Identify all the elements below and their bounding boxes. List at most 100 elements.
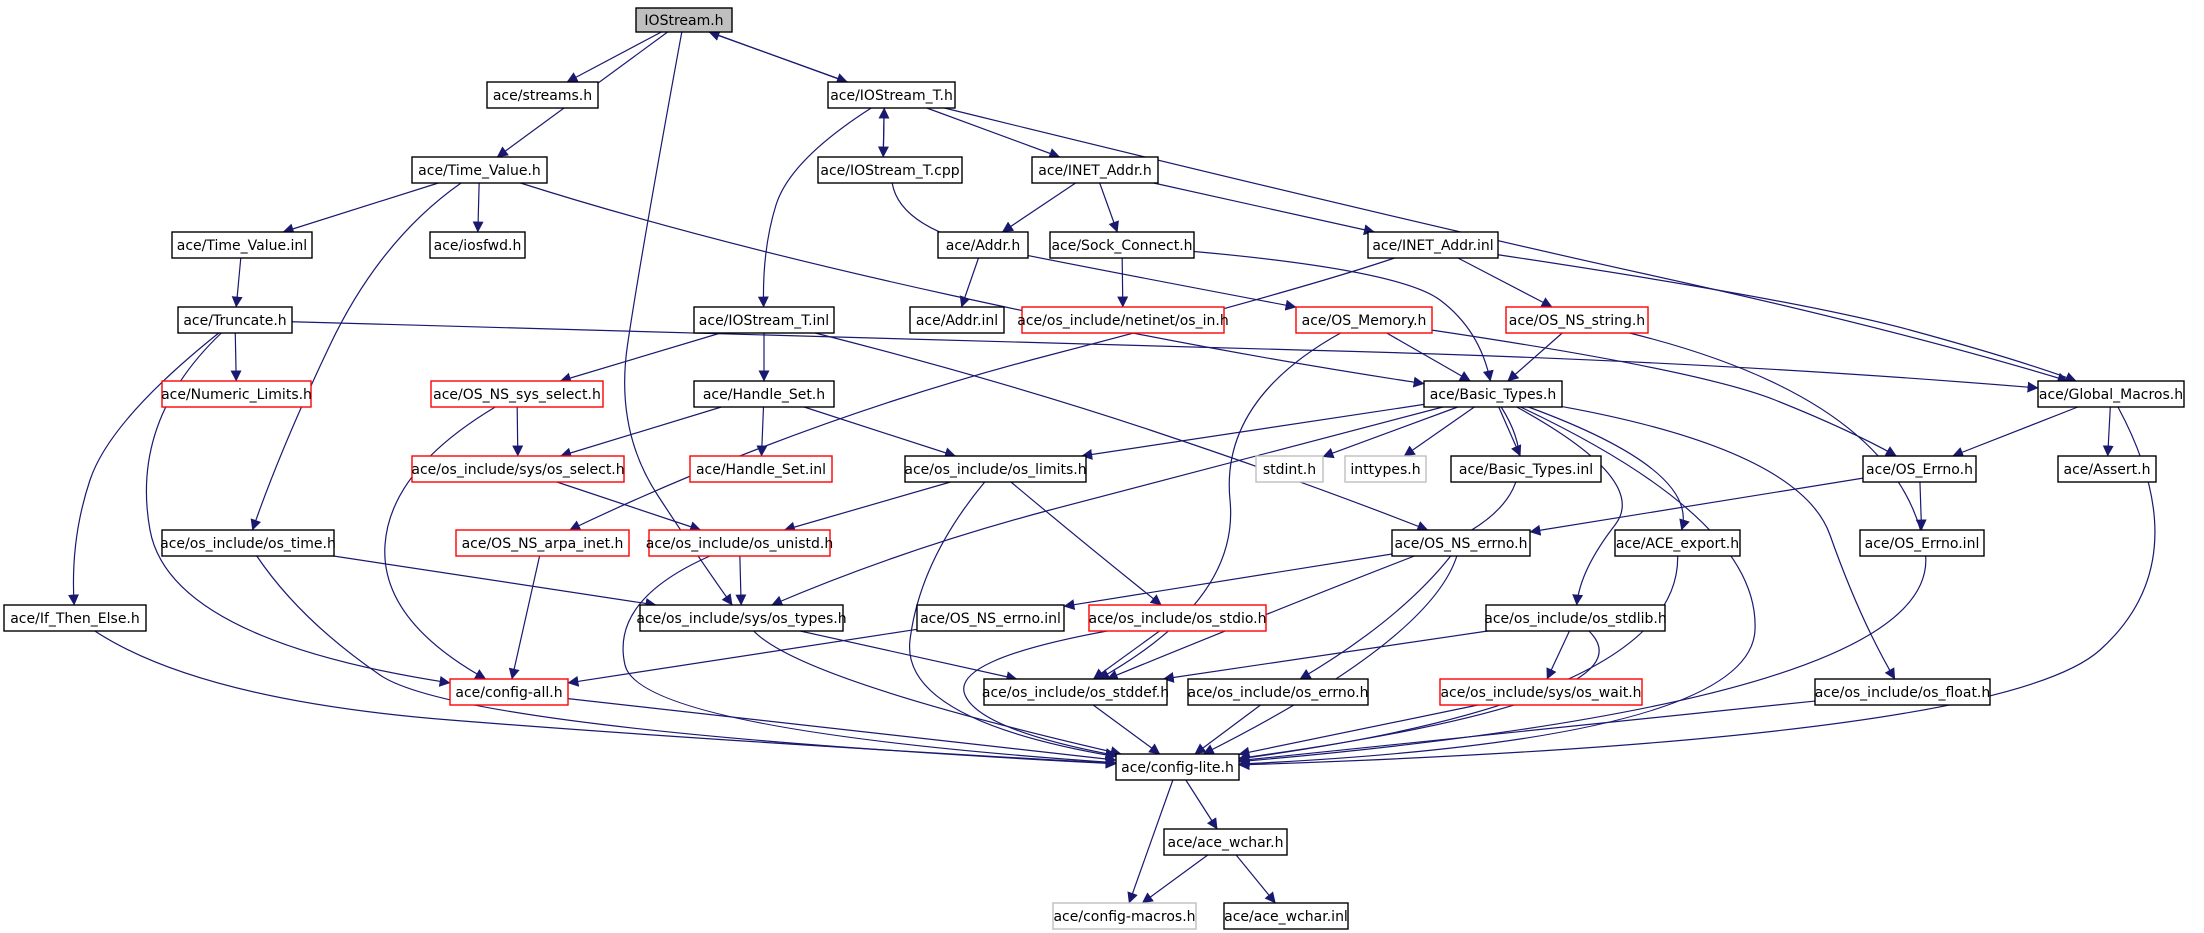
edge-sock_connect_h-to-basic_types_h [1193,250,1494,382]
edge-os_ns_errno_h-to-os_ns_errno_inl [1063,553,1393,611]
edge-sys_os_types_h-to-config_lite_h [753,630,1122,758]
node-label: ace/config-lite.h [1121,760,1234,776]
node-label: ace/OS_Errno.h [1866,462,1973,478]
node-ace-export-h[interactable]: ace/ACE_export.h [1614,529,1741,557]
node-box [161,529,335,557]
node-sys-os-select-h[interactable]: ace/os_include/sys/os_select.h [411,455,625,483]
node-os-ns-errno-h[interactable]: ace/OS_NS_errno.h [1391,529,1531,557]
node-os-ns-string-h[interactable]: ace/OS_NS_string.h [1505,306,1649,334]
node-netinet-in-h[interactable]: ace/os_include/netinet/os_in.h [1017,306,1229,334]
node-label: ace/os_include/sys/os_types.h [636,611,846,627]
node-box [817,156,963,184]
node-handle-set-h[interactable]: ace/Handle_Set.h [693,380,835,408]
node-label: ace/os_include/os_errno.h [1188,685,1369,701]
edge-os_time_h-to-sys_os_types_h [333,555,657,609]
edge-os_float_h-to-config_lite_h [1238,700,1816,766]
node-label: ace/Time_Value.inl [177,238,307,254]
node-iostream-t-h[interactable]: ace/IOStream_T.h [827,81,956,109]
node-os-ns-arpa-inet-h[interactable]: ace/OS_NS_arpa_inet.h [455,529,630,557]
edge-os_ns_string_h-to-basic_types_h [1507,332,1563,382]
node-os-stddef-h[interactable]: ace/os_include/os_stddef.h [982,678,1169,706]
edge-truncate_h-to-global_macros_h [291,321,2039,393]
node-inet-addr-h[interactable]: ace/INET_Addr.h [1031,156,1159,184]
node-box [1862,455,1977,483]
node-basic-types-inl[interactable]: ace/Basic_Types.inl [1450,455,1602,483]
edge-config_all_h-to-config_lite_h [567,698,1117,765]
edge-time_value_h-to-time_value_inl [282,182,439,235]
node-config-lite-h[interactable]: ace/config-lite.h [1115,753,1240,781]
node-basic-types-h[interactable]: ace/Basic_Types.h [1423,380,1563,408]
node-os-time-h[interactable]: ace/os_include/os_time.h [160,529,336,557]
node-os-float-h[interactable]: ace/os_include/os_float.h [1814,678,1991,706]
node-os-errno-inl[interactable]: ace/OS_Errno.inl [1859,529,1985,557]
node-label: ace/Basic_Types.inl [1459,462,1593,478]
edge-sys_os_wait_h-to-config_lite_h [1238,704,1479,758]
node-streams-h[interactable]: ace/streams.h [486,81,599,109]
edge-handle_set_h-to-sys_os_select_h [560,406,722,459]
node-box [1031,156,1159,184]
node-handle-set-inl[interactable]: ace/Handle_Set.inl [689,455,833,483]
node-label: ace/Basic_Types.h [1430,387,1556,403]
node-sys-os-types-h[interactable]: ace/os_include/sys/os_types.h [636,604,847,632]
edge-sock_connect_h-to-netinet_in_h [1117,257,1129,308]
edge-inet_addr_inl-to-os_ns_string_h [1457,257,1553,308]
node-label: ace/Addr.inl [916,313,998,329]
node-global-macros-h[interactable]: ace/Global_Macros.h [2037,380,2185,408]
edge-os_limits_h-to-config_lite_h [909,481,1117,761]
edge-iostream_t_inl-to-os_ns_errno_h [814,332,1429,532]
node-box [1485,604,1666,632]
node-box [1391,529,1531,557]
node-truncate-h[interactable]: ace/Truncate.h [177,306,293,334]
node-inet-addr-inl[interactable]: ace/INET_Addr.inl [1367,231,1499,259]
node-time-value-h[interactable]: ace/Time_Value.h [411,156,548,184]
edge-basic_types_h-to-basic_types_inl [1498,406,1522,457]
node-os-ns-sys-select-h[interactable]: ace/OS_NS_sys_select.h [430,380,604,408]
edge-handle_set_h-to-os_limits_h [803,406,956,459]
node-box [827,81,956,109]
edge-os_unistd_h-to-sys_os_types_h [735,555,747,606]
node-box [693,306,835,334]
node-if-then-else-h[interactable]: ace/If_Then_Else.h [3,604,147,632]
edge-os_ns_arpa_inet_h-to-config_all_h [508,555,541,680]
edge-config_lite_h-to-config_macros_h [1127,779,1174,904]
node-iostream-t-cpp[interactable]: ace/IOStream_T.cpp [817,156,963,184]
node-sock-connect-h[interactable]: ace/Sock_Connect.h [1049,231,1195,259]
edge-truncate_h-to-if_then_else_h [68,332,220,606]
node-os-limits-h[interactable]: ace/os_include/os_limits.h [904,455,1087,483]
edge-os_ns_errno_inl-to-config_all_h [567,628,918,687]
node-addr-h[interactable]: ace/Addr.h [937,231,1029,259]
edge-iostream_t_h-to-inet_addr_h [926,107,1061,159]
node-os-stdlib-h[interactable]: ace/os_include/os_stdlib.h [1484,604,1667,632]
node-os-stdio-h[interactable]: ace/os_include/os_stdio.h [1088,604,1267,632]
node-sys-os-wait-h[interactable]: ace/os_include/sys/os_wait.h [1439,678,1643,706]
edge-basic_types_h-to-os_float_h [1561,405,1896,680]
node-box [983,678,1168,706]
node-assert-h[interactable]: ace/Assert.h [2057,455,2157,483]
node-label: ace/Addr.h [946,238,1021,254]
node-ace-wchar-h[interactable]: ace/ace_wchar.h [1163,828,1288,856]
edge-inet_addr_h-to-inet_addr_inl [1153,182,1375,236]
node-iosfwd-h[interactable]: ace/iosfwd.h [429,231,526,259]
edge-time_value_h-to-os_time_h [250,182,462,531]
node-label: ace/os_include/netinet/os_in.h [1017,313,1228,329]
node-iostream-t-inl[interactable]: ace/IOStream_T.inl [693,306,835,334]
node-os-memory-h[interactable]: ace/OS_Memory.h [1295,306,1433,334]
node-box [639,604,844,632]
node-os-errno-h[interactable]: ace/OS_Errno.h [1862,455,1977,483]
node-os-unistd-h[interactable]: ace/os_include/os_unistd.h [646,529,833,557]
edge-os_memory_h-to-basic_types_h [1386,332,1471,382]
node-os-ns-errno-inl[interactable]: ace/OS_NS_errno.inl [916,604,1065,632]
node-addr-inl[interactable]: ace/Addr.inl [909,306,1005,334]
node-config-all-h[interactable]: ace/config-all.h [449,678,569,706]
node-os-errno-h2[interactable]: ace/os_include/os_errno.h [1187,678,1369,706]
node-label: ace/ace_wchar.inl [1224,909,1348,925]
edge-basic_types_h-to-os_stdlib_h [1516,406,1623,606]
node-numeric-limits-h[interactable]: ace/Numeric_Limits.h [161,380,312,408]
node-box [1255,455,1324,483]
edge-iostream_t_inl-to-os_ns_sys_select_h [559,332,721,384]
node-time-value-inl[interactable]: ace/Time_Value.inl [171,231,313,259]
edge-ace_export_h-to-config_lite_h [1238,555,1679,763]
node-box [177,306,293,334]
node-label: ace/OS_Errno.inl [1865,536,1980,552]
node-ace-wchar-inl[interactable]: ace/ace_wchar.inl [1223,902,1349,930]
